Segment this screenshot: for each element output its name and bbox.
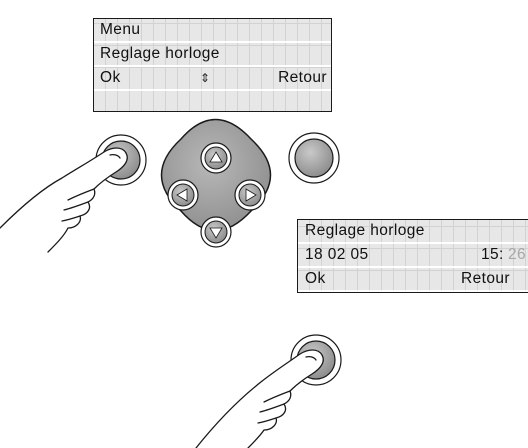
- menu-title: Menu: [100, 21, 141, 38]
- lcd-screen-menu: Menu Reglage horloge Ok ⇕ Retour: [93, 18, 332, 112]
- dpad-down-button[interactable]: [200, 216, 232, 248]
- lcd-row-2: 18 02 05 15: 26: [298, 244, 528, 268]
- dpad: [160, 118, 272, 232]
- lcd-row-1: Menu: [94, 19, 331, 43]
- lcd-row-3: Ok Retour: [298, 268, 528, 292]
- time-minute-value: 26: [508, 246, 527, 263]
- dpad-left-button[interactable]: [167, 179, 199, 211]
- lcd-row-1: Reglage horloge: [298, 220, 528, 244]
- control-panel-illustration: [0, 118, 342, 448]
- arrow-left-icon: [176, 188, 188, 202]
- lcd-row-2: Reglage horloge: [94, 43, 331, 67]
- arrow-down-icon: [209, 227, 223, 239]
- arrow-up-icon: [209, 151, 223, 163]
- back-softkey-label: Retour: [278, 69, 327, 86]
- up-down-indicator-icon: ⇕: [200, 71, 211, 85]
- pointing-hand-icon: [0, 147, 128, 253]
- time-hour-value: 15:: [481, 246, 504, 263]
- ok-softkey-label: Ok: [305, 270, 326, 287]
- arrow-right-icon: [245, 188, 257, 202]
- lcd-row-3: Ok ⇕ Retour: [94, 67, 331, 91]
- date-value: 18 02 05: [305, 246, 369, 263]
- ok-softkey-label: Ok: [100, 69, 121, 86]
- menu-item-clock-setting: Reglage horloge: [100, 45, 220, 62]
- dpad-up-button[interactable]: [200, 142, 232, 174]
- dpad-right-button[interactable]: [234, 179, 266, 211]
- pointing-hand-icon: [195, 349, 324, 448]
- lcd-screen-clock-setting: Reglage horloge 18 02 05 15: 26 Ok Retou…: [297, 219, 528, 293]
- screen-title: Reglage horloge: [305, 222, 425, 239]
- back-softkey-label: Retour: [461, 270, 510, 287]
- back-button[interactable]: [288, 132, 340, 184]
